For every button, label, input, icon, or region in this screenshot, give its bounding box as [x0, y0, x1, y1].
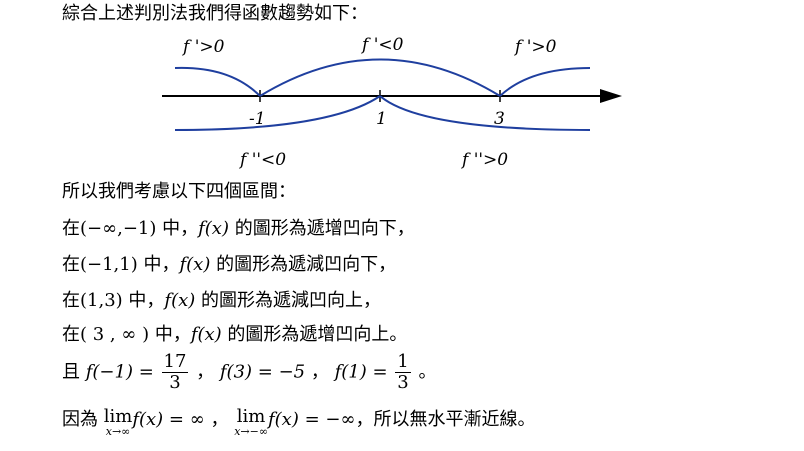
lim-word: lim — [236, 406, 266, 427]
curve-concave-down — [174, 95, 381, 131]
curve-increasing-left — [174, 66, 261, 97]
interval-func: f(x) — [190, 324, 222, 345]
interval-line-2: 在(−1,1) 中，f(x) 的圖形為遞減凹向下， — [62, 253, 396, 277]
asymptote-sep: ， — [210, 409, 229, 430]
fraction-denominator: 3 — [169, 372, 181, 393]
lim-subscript: x→−∞ — [234, 425, 268, 438]
interval-desc: 的圖形為遞增凹向上。 — [221, 324, 408, 345]
values-sep: ， — [310, 361, 329, 383]
interval-mid: 中， — [149, 324, 191, 345]
values-sep: ， — [196, 361, 215, 383]
curve-concave-up — [379, 95, 591, 131]
lim-subscript: x→∞ — [105, 425, 131, 438]
interval-mid: 中， — [156, 218, 199, 239]
interval-mid: 中， — [137, 254, 180, 275]
fraction-denominator: 3 — [397, 372, 409, 393]
axis-arrow-icon — [600, 89, 622, 103]
interval-func: f(x) — [179, 254, 211, 275]
f-neg1-lhs: f(−1) = — [85, 361, 154, 383]
point-label-3: 3 — [494, 109, 505, 129]
interval-range: (1,3) — [80, 290, 123, 311]
fsecond-label-left: f ''<0 — [238, 150, 286, 170]
curve-decreasing-middle — [259, 58, 501, 97]
fprime-label-right: f '>0 — [513, 37, 557, 57]
interval-desc: 的圖形為遞增凹向下， — [228, 218, 415, 239]
asymptote-prefix: 因為 — [62, 409, 104, 430]
interval-line-3: 在(1,3) 中，f(x) 的圖形為遞減凹向上， — [62, 289, 381, 313]
interval-prefix: 在 — [62, 218, 80, 239]
fsecond-label-right: f ''>0 — [460, 150, 508, 170]
interval-line-1: 在(−∞,−1) 中，f(x) 的圖形為遞增凹向下， — [62, 217, 415, 241]
interval-func: f(x) — [198, 218, 229, 239]
fprime-label-left: f '>0 — [181, 37, 225, 57]
values-prefix: 且 — [62, 361, 86, 383]
interval-range: (−∞,−1) — [80, 218, 157, 239]
interval-range: (−1,1) — [80, 254, 138, 275]
f3-value: f(3) = −5 — [219, 361, 306, 383]
interval-desc: 的圖形為遞減凹向上， — [195, 290, 381, 311]
interval-mid: 中， — [122, 290, 165, 311]
interval-prefix: 在 — [62, 290, 80, 311]
heading: 綜合上述判別法我們得函數趨勢如下： — [62, 3, 368, 24]
asymptote-suffix: ，所以無水平漸近線。 — [355, 409, 536, 430]
point-label-neg1: -1 — [249, 109, 266, 129]
intro-line: 所以我們考慮以下四個區間： — [62, 181, 296, 202]
fraction-numerator: 17 — [161, 351, 189, 373]
values-end: 。 — [418, 361, 437, 383]
point-label-1: 1 — [376, 109, 387, 129]
curve-increasing-right — [499, 67, 591, 97]
interval-prefix: 在 — [62, 254, 80, 275]
interval-range: ( 3 , ∞ ) — [80, 324, 150, 345]
lim-expr: f(x) = −∞ — [268, 409, 356, 430]
interval-prefix: 在 — [62, 324, 80, 345]
trend-diagram: f '>0 f '<0 f '>0 -1 1 3 f ''<0 f ''>0 — [162, 35, 622, 170]
fraction-numerator: 1 — [395, 351, 411, 373]
fprime-label-middle: f '<0 — [360, 35, 404, 55]
interval-line-4: 在( 3 , ∞ ) 中，f(x) 的圖形為遞增凹向上。 — [62, 323, 407, 347]
interval-func: f(x) — [164, 290, 196, 311]
lim-expr: f(x) = ∞ — [132, 409, 205, 430]
interval-desc: 的圖形為遞減凹向下， — [210, 254, 397, 275]
lim-word: lim — [103, 406, 133, 427]
f1-lhs: f(1) = — [334, 361, 388, 383]
